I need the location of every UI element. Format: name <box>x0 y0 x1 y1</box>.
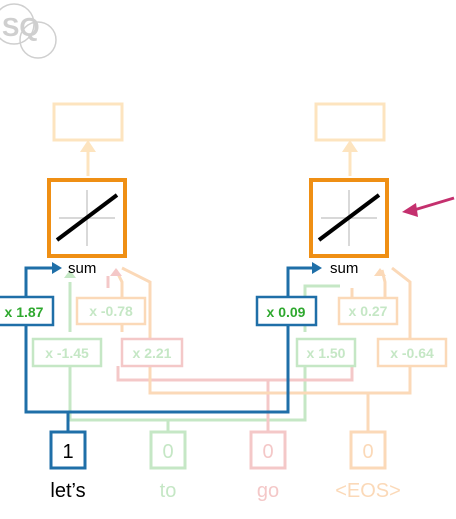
wires-lets <box>24 266 312 432</box>
input-eos: 0 <EOS> <box>335 430 401 502</box>
input-token: to <box>160 480 177 502</box>
wires-go <box>116 366 354 432</box>
weight-label: x 2.21 <box>133 345 172 361</box>
weight-box-to-2: x 1.50 <box>295 337 357 368</box>
activation-node-right <box>309 178 389 258</box>
logo: SQ <box>0 3 57 59</box>
input-value: 0 <box>162 441 173 463</box>
input-token: <EOS> <box>335 480 401 502</box>
sum-label-left: sum <box>68 260 96 277</box>
input-lets: 1 let’s <box>49 430 87 502</box>
input-value: 0 <box>362 441 373 463</box>
weight-box-go-1: x 2.21 <box>120 337 184 368</box>
weight-box-to-1: x -1.45 <box>31 337 103 368</box>
input-go: 0 go <box>249 430 287 502</box>
weight-box-eos-2: x 0.27 <box>337 296 399 326</box>
activation-node-left <box>47 178 127 258</box>
weight-label: x 1.87 <box>5 304 44 320</box>
weight-label: x 0.27 <box>349 303 388 319</box>
weight-box-lets-1: x 1.87 <box>0 295 55 327</box>
faded-arrowheads <box>64 268 386 278</box>
weight-label: x 0.09 <box>267 304 306 320</box>
blue-arrowheads <box>52 262 322 274</box>
output-box-left <box>52 102 124 176</box>
weight-label: x -0.64 <box>390 345 434 361</box>
weight-label: x -1.45 <box>45 345 89 361</box>
input-to: 0 to <box>149 430 187 502</box>
pointer-arrow-icon <box>402 196 455 217</box>
input-token: let’s <box>50 480 85 502</box>
input-value: 1 <box>62 441 73 463</box>
input-token: go <box>257 480 279 502</box>
wires-to <box>68 366 307 432</box>
weight-box-go-2: x -0.64 <box>376 337 448 368</box>
logo-text: SQ <box>2 12 40 42</box>
weight-label: x 1.50 <box>307 345 346 361</box>
weight-box-eos-1: x -0.78 <box>75 296 147 326</box>
input-value: 0 <box>262 441 273 463</box>
weight-label: x -0.78 <box>89 303 133 319</box>
output-box-right <box>314 102 386 176</box>
weight-box-lets-2: x 0.09 <box>255 295 318 327</box>
sum-label-right: sum <box>330 260 358 277</box>
